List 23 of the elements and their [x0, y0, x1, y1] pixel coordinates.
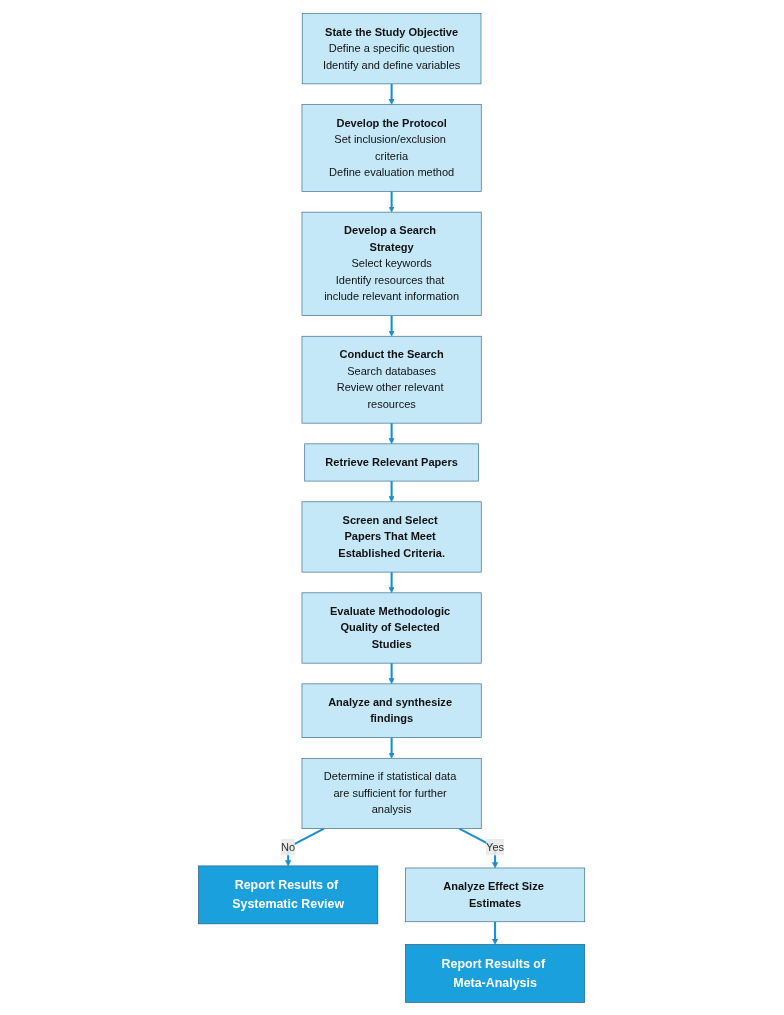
arrow	[388, 190, 396, 212]
arrow	[388, 571, 396, 593]
node-box: Develop the Protocol Set inclusion/exclusion criteria Define evaluation method	[302, 103, 482, 192]
node-box: Retrieve Relevant Papers	[304, 443, 480, 481]
node-box: Determine if statistical data are sufficient for further analysis	[302, 757, 482, 829]
arrow	[492, 921, 499, 945]
arrow	[388, 315, 396, 337]
node-box: Report Results of Meta-Analysis	[405, 943, 586, 1003]
node-box: Evaluate Methodologic Quality of Selected Studies	[302, 591, 482, 663]
node-box: Analyze Effect Size Estimates	[405, 867, 586, 922]
node-box: Report Results of Systematic Review	[198, 865, 379, 924]
arrow	[388, 480, 396, 502]
node-box: Screen and Select Papers That Meet Established Criteria.	[302, 500, 482, 572]
arrow	[388, 422, 396, 444]
node-box: Develop a Search Strategy Select keywords Identify resources that include relevant information	[302, 211, 482, 316]
arrow	[388, 83, 396, 105]
arrow	[388, 737, 396, 759]
node-box: Conduct the Search Search databases Review other relevant resources	[302, 335, 482, 424]
node-box: State the Study Objective Define a specific question Identify and define variables	[302, 12, 482, 84]
arrow	[388, 662, 396, 684]
edge-label: Yes	[486, 840, 505, 853]
edge-label: No	[281, 840, 296, 853]
node-box: Analyze and synthesize findings	[302, 683, 482, 738]
